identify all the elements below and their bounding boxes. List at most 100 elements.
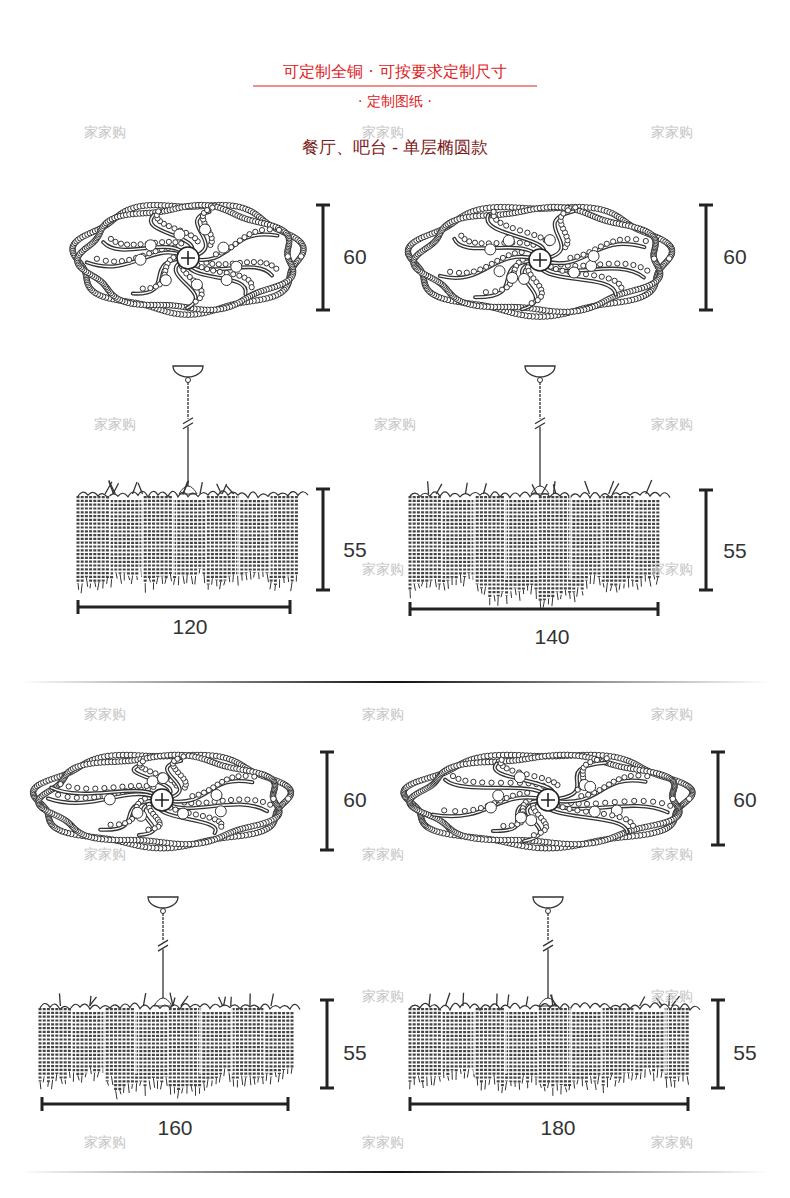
- brass-arm: [539, 260, 615, 295]
- bead: [218, 242, 229, 253]
- bead: [224, 777, 229, 782]
- bead: [247, 232, 252, 237]
- bead: [190, 794, 195, 799]
- bead: [253, 229, 258, 234]
- bead: [153, 771, 158, 776]
- bead: [519, 273, 530, 284]
- brass-arm: [540, 244, 644, 263]
- bead: [569, 267, 580, 278]
- bead: [125, 242, 130, 247]
- bead: [464, 270, 469, 275]
- bead: [145, 240, 156, 251]
- bead: [242, 235, 247, 240]
- bead: [271, 796, 277, 802]
- bead: [122, 821, 127, 826]
- bead: [253, 798, 258, 803]
- bead: [500, 255, 505, 260]
- bead: [535, 298, 540, 303]
- chandelier-top-view: [30, 752, 293, 851]
- bead: [625, 236, 630, 241]
- bead: [66, 784, 71, 789]
- bead: [166, 224, 171, 229]
- bead: [75, 785, 80, 790]
- bead: [565, 208, 570, 213]
- bead: [200, 813, 205, 818]
- bead: [228, 797, 233, 802]
- bead: [448, 269, 453, 274]
- bead: [500, 287, 505, 292]
- bead: [104, 794, 115, 805]
- bead: [207, 815, 212, 820]
- bead: [532, 232, 537, 237]
- bead: [148, 286, 153, 291]
- bead: [586, 260, 597, 271]
- bead: [598, 262, 603, 267]
- bead: [583, 272, 588, 277]
- bead: [210, 261, 215, 266]
- bead: [108, 236, 113, 241]
- bead: [274, 266, 279, 271]
- bead: [83, 795, 88, 800]
- bead: [210, 205, 215, 210]
- bead: [588, 251, 599, 262]
- bead: [204, 800, 209, 805]
- bead: [65, 794, 70, 799]
- bead: [128, 784, 133, 789]
- bead: [560, 268, 565, 273]
- bead: [259, 228, 264, 233]
- bead: [568, 255, 573, 260]
- bead: [245, 797, 250, 802]
- bead: [215, 806, 226, 817]
- bead: [153, 284, 158, 289]
- bead: [285, 254, 291, 260]
- bead: [196, 801, 201, 806]
- bead: [56, 792, 61, 797]
- bead: [645, 268, 650, 273]
- bead: [119, 259, 124, 264]
- bead: [611, 239, 616, 244]
- bead: [181, 754, 186, 759]
- bead: [666, 256, 672, 262]
- bead: [174, 229, 185, 240]
- bead: [191, 279, 202, 290]
- bead: [634, 237, 639, 242]
- bead: [489, 261, 494, 266]
- center-mark: [155, 793, 169, 807]
- bead: [638, 265, 643, 270]
- bead: [135, 254, 146, 265]
- bead: [230, 775, 235, 780]
- bead: [478, 267, 483, 272]
- bead: [74, 795, 79, 800]
- bead: [152, 826, 157, 831]
- bead: [127, 257, 132, 262]
- bead: [495, 258, 500, 263]
- bead: [219, 824, 224, 829]
- bead: [252, 774, 257, 779]
- bead: [236, 774, 241, 779]
- bead: [504, 223, 509, 228]
- brass-arm: [162, 781, 252, 802]
- bead: [598, 244, 603, 249]
- bead: [507, 272, 518, 283]
- chandelier-top-view: [401, 752, 695, 851]
- bead: [264, 261, 269, 266]
- bead: [211, 790, 222, 801]
- brass-arm-highlight: [440, 257, 540, 278]
- bead: [112, 259, 117, 264]
- bead: [120, 784, 125, 789]
- bead: [147, 251, 152, 256]
- bead: [512, 251, 517, 256]
- bead: [510, 226, 515, 231]
- bead: [146, 827, 151, 832]
- center-mark: [533, 253, 547, 267]
- bead: [617, 237, 622, 242]
- bead: [456, 270, 461, 275]
- bead: [211, 268, 216, 273]
- bead: [196, 792, 201, 797]
- bead: [503, 235, 514, 246]
- bead: [553, 266, 558, 271]
- bead: [573, 204, 579, 210]
- center-canopy: [177, 247, 199, 269]
- bead: [237, 238, 242, 243]
- bead: [459, 233, 464, 238]
